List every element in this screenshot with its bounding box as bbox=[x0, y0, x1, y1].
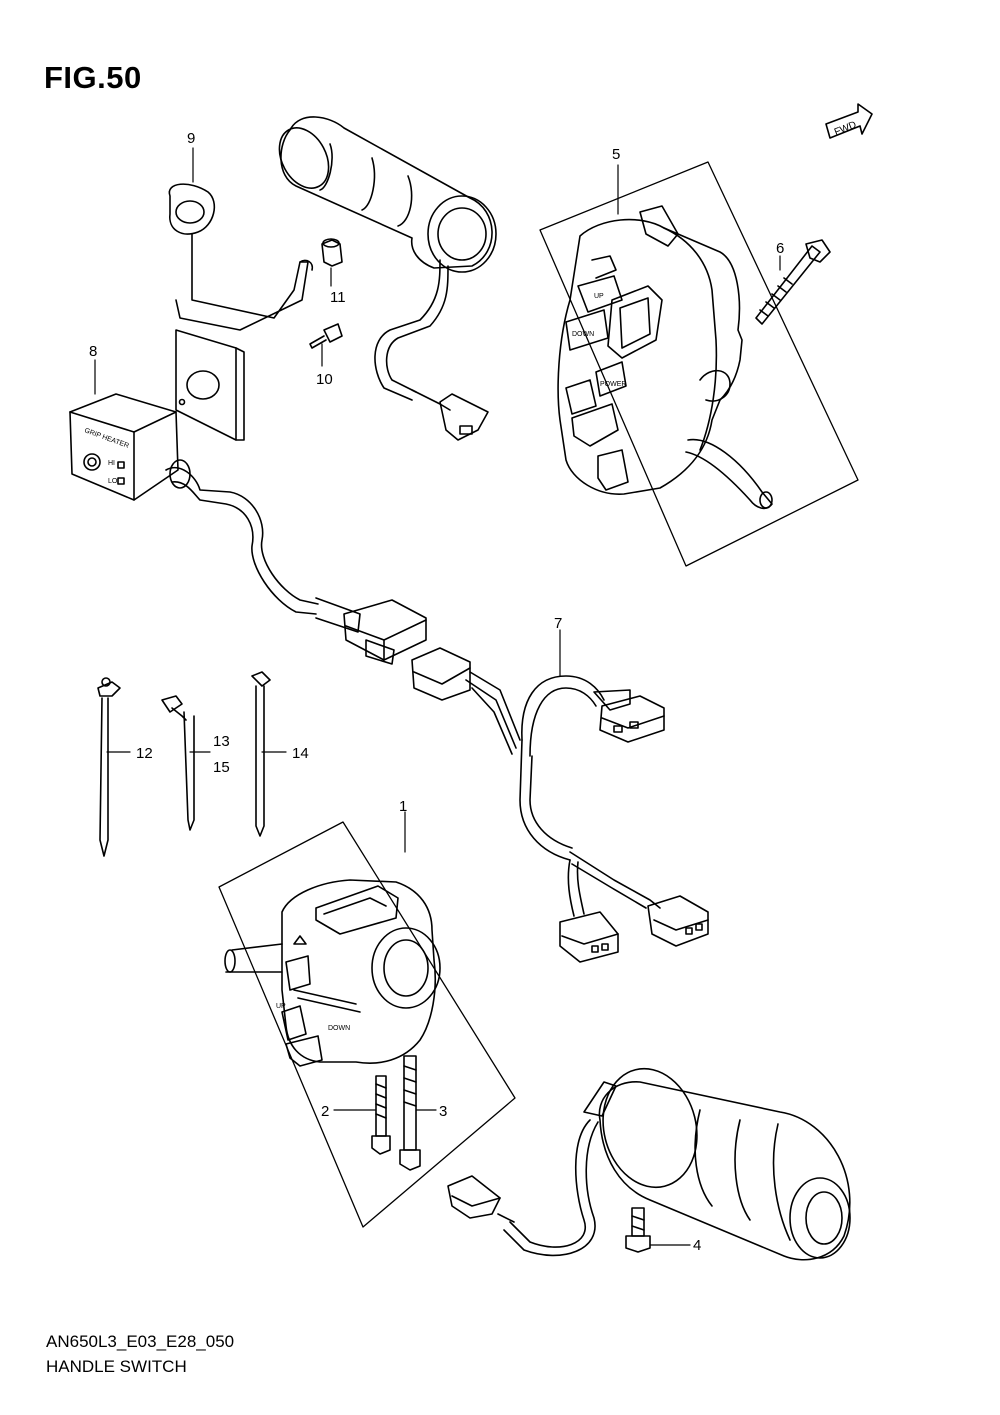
screw-part-2 bbox=[371, 1075, 391, 1155]
cable-tie-part-14 bbox=[251, 671, 271, 837]
hi-label: HI bbox=[108, 460, 115, 467]
bracket-part-9 bbox=[168, 183, 314, 441]
callout-5: 5 bbox=[612, 146, 620, 163]
figure-title: FIG.50 bbox=[44, 60, 142, 95]
callout-numbers: 1 2 3 4 5 6 7 8 9 10 11 12 13 15 14 bbox=[89, 130, 784, 1254]
callout-10: 10 bbox=[316, 371, 333, 388]
wiring-harness-part-7 bbox=[465, 671, 709, 963]
grip-heater-switch-part-8: GRIP HEATER HI LO bbox=[69, 393, 319, 615]
callout-7: 7 bbox=[554, 615, 562, 632]
callout-4: 4 bbox=[693, 1237, 701, 1254]
grip-lower bbox=[447, 1067, 851, 1261]
callout-leaders bbox=[94, 147, 781, 1246]
frame-part-1 bbox=[218, 821, 516, 1228]
diagram-name: HANDLE SWITCH bbox=[46, 1357, 187, 1376]
cable-clamp-part-13 bbox=[161, 695, 195, 831]
callout-12: 12 bbox=[136, 745, 153, 762]
callout-8: 8 bbox=[89, 343, 97, 360]
harness-connector bbox=[315, 597, 471, 701]
callout-1: 1 bbox=[399, 798, 407, 815]
callout-14: 14 bbox=[292, 745, 309, 762]
screw-part-6 bbox=[755, 239, 831, 325]
callout-15: 15 bbox=[213, 759, 230, 776]
down-button-label: DOWN bbox=[572, 331, 594, 338]
diagram-code: AN650L3_E03_E28_050 bbox=[46, 1332, 235, 1351]
grip-upper bbox=[278, 116, 497, 441]
right-handle-switch-part-5: UP DOWN POWER bbox=[557, 205, 773, 510]
up-button-label: UP bbox=[594, 293, 604, 300]
callout-9: 9 bbox=[187, 130, 195, 147]
frame-part-5 bbox=[539, 161, 859, 567]
screw-part-10 bbox=[309, 323, 343, 349]
lo-label: LO bbox=[108, 478, 118, 485]
cable-tie-part-12 bbox=[97, 677, 121, 857]
fwd-arrow-icon: FWD bbox=[825, 103, 873, 139]
screw-part-3 bbox=[399, 1055, 421, 1171]
grip-heater-label: GRIP HEATER bbox=[83, 427, 129, 450]
callout-13: 13 bbox=[213, 733, 230, 750]
callout-2: 2 bbox=[321, 1103, 329, 1120]
collar-part-11 bbox=[321, 238, 343, 267]
callout-6: 6 bbox=[776, 240, 784, 257]
screw-part-4 bbox=[625, 1207, 651, 1253]
power-button-label: POWER bbox=[600, 381, 626, 388]
down-label-small: DOWN bbox=[328, 1025, 350, 1032]
callout-11: 11 bbox=[330, 289, 346, 306]
left-handle-switch-part-1: UP DOWN bbox=[224, 879, 441, 1067]
up-label-small: UP bbox=[276, 1003, 286, 1010]
callout-3: 3 bbox=[439, 1103, 447, 1120]
